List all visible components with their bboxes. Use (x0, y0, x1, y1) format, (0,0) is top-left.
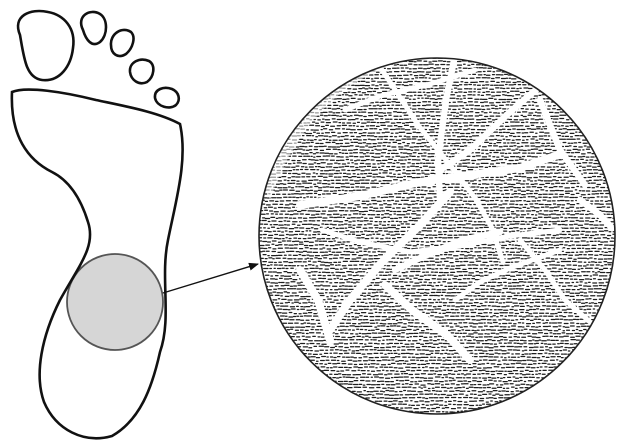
fourth-toe-icon (130, 60, 153, 84)
pointer-arrow (163, 264, 258, 293)
heel-highlight (67, 254, 163, 350)
magnifier-lens (250, 55, 621, 414)
third-toe-icon (111, 30, 134, 56)
big-toe-icon (18, 11, 73, 80)
toes-group (18, 11, 179, 107)
second-toe-icon (81, 12, 106, 44)
little-toe-icon (155, 88, 179, 108)
